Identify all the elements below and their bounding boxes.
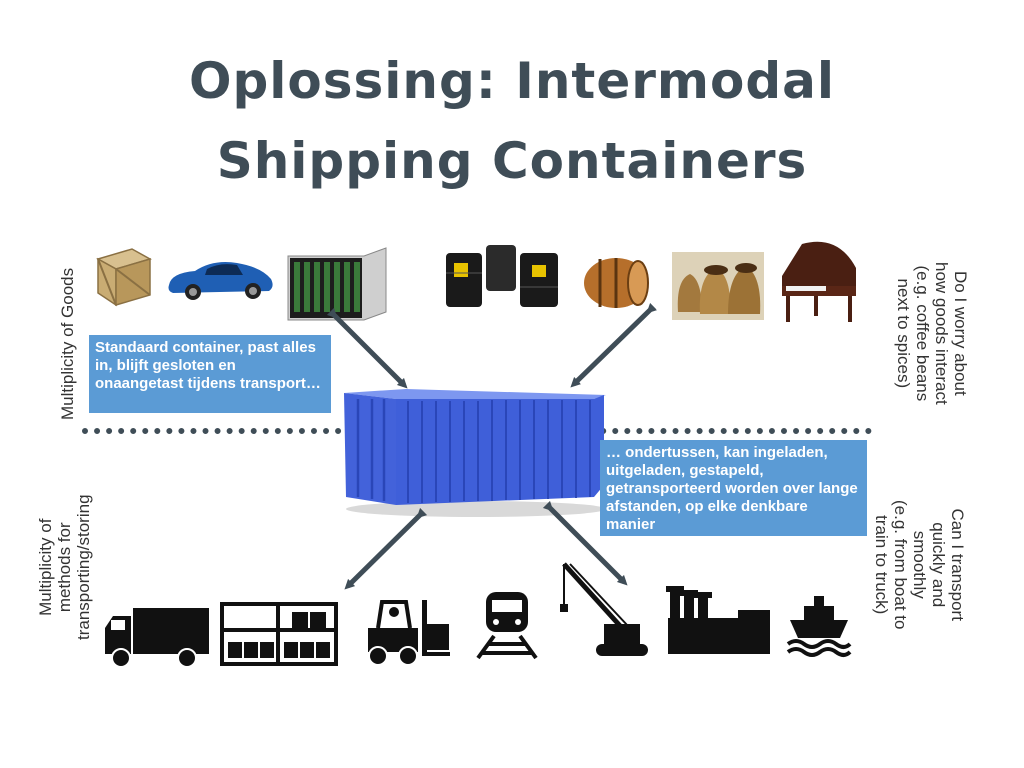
arrow-goods-right	[570, 302, 658, 388]
ship-icon	[786, 596, 852, 657]
truck-icon	[105, 608, 209, 668]
slide-title-line1: Oplossing: Intermodal	[188, 52, 836, 110]
callout-meanwhile: … ondertussen, kan ingeladen, uitgeladen…	[600, 440, 867, 536]
crane-icon	[560, 562, 648, 656]
shipping-container-icon	[344, 389, 606, 517]
forklift-icon	[368, 600, 450, 666]
slide-title-line2: Shipping Containers	[216, 132, 808, 190]
wooden-barrel-icon	[584, 258, 649, 308]
arrow-transport-right	[542, 500, 628, 586]
train-icon	[476, 592, 538, 660]
factory-icon	[666, 586, 770, 654]
warehouse-racks-icon	[220, 602, 338, 666]
sports-car-icon	[168, 262, 273, 300]
wooden-crate-icon	[96, 248, 152, 307]
oil-barrels-icon	[446, 245, 558, 307]
grand-piano-icon	[782, 241, 856, 322]
coffee-sacks-icon	[672, 252, 764, 320]
arrow-goods-left	[326, 307, 408, 389]
callout-standard-container: Standaard container, past alles in, blij…	[89, 335, 331, 413]
arrow-transport-left	[344, 507, 428, 590]
